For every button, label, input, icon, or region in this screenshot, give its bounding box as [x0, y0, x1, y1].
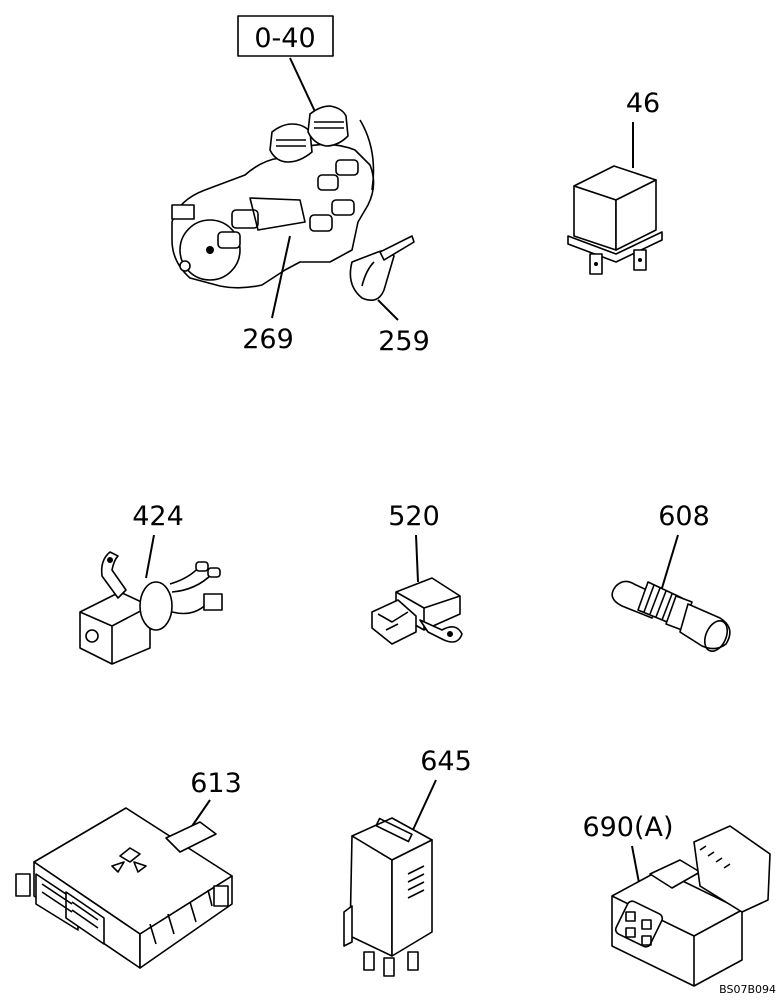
connector-690a-cavity-4 [641, 935, 652, 946]
pump-group-label-box [237, 15, 334, 57]
label-269: 269 [242, 324, 294, 355]
sensor-520: 520 [371, 501, 463, 645]
sensor-520-connector [371, 599, 417, 645]
pump-manifold [249, 197, 306, 231]
part-424-terminal-a [195, 561, 209, 572]
pump-hose [359, 119, 375, 191]
leader-520 [415, 534, 419, 583]
label-608: 608 [658, 501, 710, 532]
relay-645-pin-b [383, 957, 395, 977]
connector-690a-cavity-3 [625, 927, 636, 938]
part-424-bracket [100, 551, 127, 599]
pump-flange [179, 219, 241, 281]
label-645: 645 [420, 746, 472, 777]
part-424-actuator [139, 581, 173, 631]
leader-608 [661, 534, 679, 589]
relay-645-side [391, 839, 433, 957]
pump-bolt [179, 260, 191, 272]
cable-tie-tail [379, 235, 415, 261]
cable-tie: 259 [349, 235, 430, 357]
leader-259 [377, 299, 399, 321]
connector-690a-cavity-1 [625, 911, 636, 922]
fuel-pump-assembly: 0-40 269 [171, 15, 375, 355]
relay-645-pin-a [363, 951, 375, 971]
relay-46-pin-hole-left [594, 262, 598, 266]
cable-tie-inner [361, 261, 375, 287]
sensor-520-mount-hole [447, 631, 453, 637]
relay-46: 46 [567, 88, 663, 275]
pump-fitting-c [331, 199, 355, 216]
ecu-613-connector-pins [41, 883, 99, 929]
leader-645 [411, 779, 437, 833]
label-46: 46 [626, 88, 660, 119]
label-424: 424 [132, 501, 184, 532]
pump-fitting-a [317, 174, 339, 191]
sensor-608-end [703, 620, 729, 652]
relay-46-base [567, 231, 663, 263]
relay-645-flange [343, 905, 353, 947]
relay-645: 645 [343, 746, 472, 977]
label-690a: 690(A) [582, 812, 673, 843]
sensor-608: 608 [611, 501, 731, 652]
ecu-613-tab-left [15, 873, 31, 897]
connector-690a-cavity-2 [641, 919, 652, 930]
ecu-613-side-slots [149, 889, 213, 945]
label-259: 259 [378, 326, 430, 357]
part-424-screw [85, 629, 99, 643]
sensor-608-body [679, 603, 731, 650]
label-520: 520 [388, 501, 440, 532]
sensor-520-connector-detail [377, 611, 409, 631]
figure-code: BS07B094 [719, 983, 776, 996]
pump-flange-bolt [206, 246, 214, 254]
ecu-613-sticker [165, 821, 217, 853]
leader-269 [271, 235, 291, 319]
relay-46-side [615, 179, 657, 251]
sensor-608-thread-lines [643, 584, 673, 621]
pump-fitting-d [309, 214, 333, 232]
label-613: 613 [190, 768, 242, 799]
ecu-613-side [139, 875, 233, 969]
part-424: 424 [79, 501, 223, 665]
pump-dome-ribs [276, 121, 344, 147]
relay-645-vents [407, 865, 425, 899]
part-424-terminal-b [207, 567, 221, 578]
leader-424 [145, 534, 155, 579]
connector-690a-rear [693, 825, 771, 913]
pump-fitting-e [231, 209, 259, 229]
part-424-connector [203, 593, 223, 611]
pump-fitting-b [335, 159, 359, 176]
pump-dome-left [269, 123, 313, 163]
pump-dome-right [307, 105, 349, 147]
pump-leader-line [289, 57, 319, 119]
pump-fitting [171, 204, 195, 220]
relay-645-pin-c [407, 951, 419, 971]
connector-690a-ribs [699, 845, 731, 869]
ecu-613-tab-right [213, 885, 229, 907]
pump-fitting-f [217, 231, 241, 249]
pump-group-label: 0-40 [254, 23, 315, 54]
part-424-edges [79, 605, 151, 664]
ecu-613: 613 [15, 768, 242, 969]
ecu-613-logo [111, 847, 147, 873]
relay-645-label-plate [375, 817, 413, 843]
part-424-bracket-hole [107, 557, 113, 563]
connector-690a: 690(A) [582, 812, 771, 987]
relay-46-pin-hole-right [638, 258, 642, 262]
